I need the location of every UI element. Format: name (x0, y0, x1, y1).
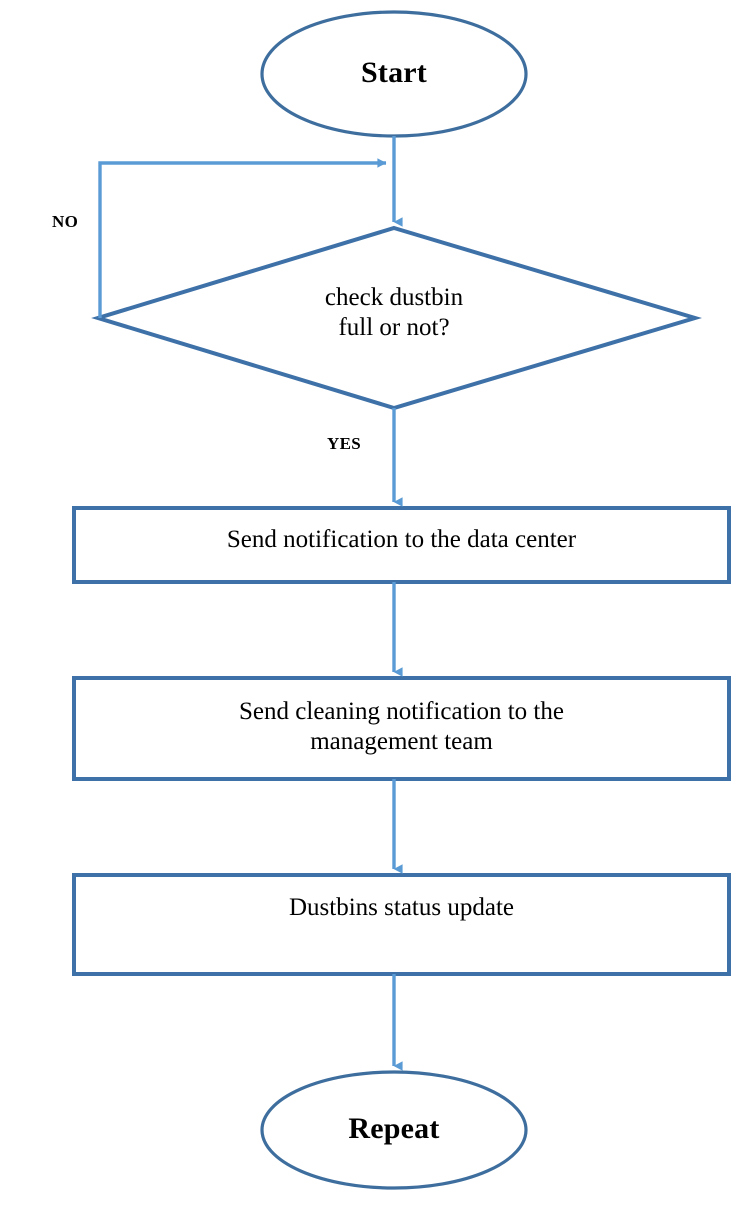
decision-check-dustbin-full[interactable] (98, 228, 695, 408)
edge-no-loop (98, 158, 387, 318)
process-send-cleaning-notification-management-shape[interactable] (72, 676, 731, 781)
process-send-notification-data-center-shape[interactable] (72, 506, 731, 584)
repeat-terminator[interactable] (262, 1072, 526, 1188)
process-dustbins-status-update[interactable] (74, 875, 729, 974)
start-terminator[interactable] (262, 12, 526, 136)
process-send-notification-data-center[interactable] (74, 508, 729, 582)
process-dustbins-status-update-shape[interactable] (72, 873, 731, 976)
repeat-terminator-shape[interactable] (260, 1070, 528, 1190)
process-send-cleaning-notification-management[interactable] (74, 678, 729, 779)
